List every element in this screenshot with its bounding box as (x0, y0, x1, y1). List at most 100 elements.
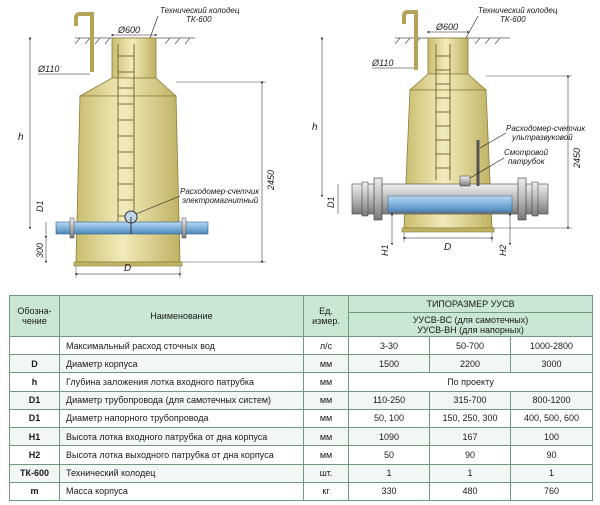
col-size-subheader: УУСВ-ВС (для самотечных)УУСВ-ВН (для нап… (347, 312, 594, 337)
well-cone-left (78, 77, 178, 97)
row-value-2: 90 (429, 445, 511, 465)
spec-table-head: Обозна-чение Наименование Ед.измер. ТИПО… (9, 295, 594, 337)
row-value-1: 1500 (348, 354, 430, 374)
row-value-2: 50-700 (429, 335, 511, 356)
well-body-left (75, 95, 181, 263)
vent-pipe-left (74, 12, 94, 72)
row-value-1: 50, 100 (348, 408, 430, 429)
meter-label-right-2: ультразвуковой (511, 133, 573, 142)
row-value-2: 167 (429, 427, 511, 447)
row-name: Диаметр корпуса (59, 354, 304, 374)
right-diagram: Технический колодец ТК-600 Ø600 Ø110 Рас… (312, 6, 586, 256)
row-name: Максимальный расход сточных вод (59, 335, 304, 356)
well-label-left-2: ТК-600 (186, 15, 212, 24)
height-2450-left: 2450 (266, 170, 276, 191)
row-code: H1 (9, 427, 60, 447)
flange-left-b (181, 217, 187, 239)
row-value-3: 90 (509, 445, 594, 465)
row-value-1: 110-250 (348, 390, 430, 410)
row-value-1: 50 (348, 445, 430, 465)
col-unit-line2: измер. (312, 316, 340, 326)
row-value-3: 760 (509, 481, 594, 502)
row-value-3: 800-1200 (509, 390, 594, 410)
col-code-line2: чение (22, 316, 47, 326)
col-size-header: ТИПОРАЗМЕР УУСВ (347, 295, 594, 313)
row-value-merged: По проекту (347, 372, 594, 392)
pipe-right-inner (387, 195, 513, 213)
row-unit: шт. (303, 463, 349, 483)
h2-label-right: H2 (498, 244, 508, 256)
row-value-1: 1090 (348, 427, 430, 447)
sight-label-right-1: Смотровой (504, 148, 549, 157)
row-value-2: 480 (429, 481, 511, 502)
d1-label-left: D1 (35, 200, 45, 212)
d-label-right: D (444, 242, 451, 253)
row-value-3: 1 (509, 463, 594, 483)
sight-label-right-2: патрубок (508, 157, 546, 166)
row-code: h (9, 372, 60, 392)
well-cone-right (408, 73, 488, 91)
row-code: D (9, 354, 60, 374)
pipe-dim-right: Ø110 (371, 58, 393, 68)
col-code-header: Обозна-чение (9, 295, 60, 337)
pipe-dim-left: Ø110 (37, 64, 59, 74)
sight-pipe-right (459, 175, 471, 187)
bottom-300-left: 300 (35, 243, 45, 258)
flange-left-a (69, 217, 75, 239)
row-code: m (9, 481, 60, 502)
row-unit: кг (303, 481, 349, 502)
ladder-left (117, 44, 135, 226)
height-2450-right: 2450 (572, 148, 582, 169)
row-code: D1 (9, 408, 60, 429)
row-code: D1 (9, 390, 60, 410)
h1-label-right: H1 (380, 244, 390, 256)
col-size-sub-line2: УУСВ-ВН (для напорных) (417, 324, 524, 335)
row-value-3: 100 (509, 427, 594, 447)
row-value-1: 1 (348, 463, 430, 483)
row-value-3: 3000 (509, 354, 594, 374)
vent-pipe-right (402, 10, 418, 70)
row-name: Глубина заложения лотка входного патрубк… (59, 372, 304, 392)
col-name-header: Наименование (59, 295, 304, 337)
row-name: Масса корпуса (59, 481, 304, 502)
row-value-1: 330 (348, 481, 430, 502)
row-code: H2 (9, 445, 60, 465)
meter-label-left-1: Расходомер-счетчик (180, 187, 260, 196)
row-value-1: 3-30 (348, 335, 430, 356)
well-label-left-1: Технический колодец (160, 6, 240, 15)
h-label-right: h (312, 122, 318, 133)
d-label-left: D (124, 263, 131, 274)
col-unit-header: Ед.измер. (303, 295, 349, 337)
col-size-sub-line1: УУСВ-ВС (для самотечных) (412, 314, 529, 325)
row-unit: л/с (303, 335, 349, 356)
flange-right-b (517, 177, 527, 221)
left-diagram: Технический колодец ТК-600 Ø600 Ø110 Рас… (18, 6, 276, 278)
well-base-right (401, 227, 495, 233)
row-unit: мм (303, 445, 349, 465)
well-base-left (73, 261, 183, 267)
meter-label-right-1: Расходомер-счетчик (506, 124, 586, 133)
row-value-3: 400, 500, 600 (509, 408, 594, 429)
flange-right-d (531, 181, 539, 217)
well-label-right-1: Технический колодец (478, 6, 558, 15)
row-name: Диаметр напорного трубопровода (59, 408, 304, 429)
neck-dim-right: Ø600 (435, 22, 458, 32)
ladder-right (435, 44, 451, 180)
row-name: Высота лотка входного патрубка от дна ко… (59, 427, 304, 447)
row-name: Технический колодец (59, 463, 304, 483)
flange-right-a (373, 177, 383, 221)
meter-label-left-2: электромагнитный (182, 196, 259, 205)
row-unit: мм (303, 427, 349, 447)
row-unit: мм (303, 390, 349, 410)
col-code-line1: Обозна- (17, 306, 52, 316)
row-value-2: 1 (429, 463, 511, 483)
